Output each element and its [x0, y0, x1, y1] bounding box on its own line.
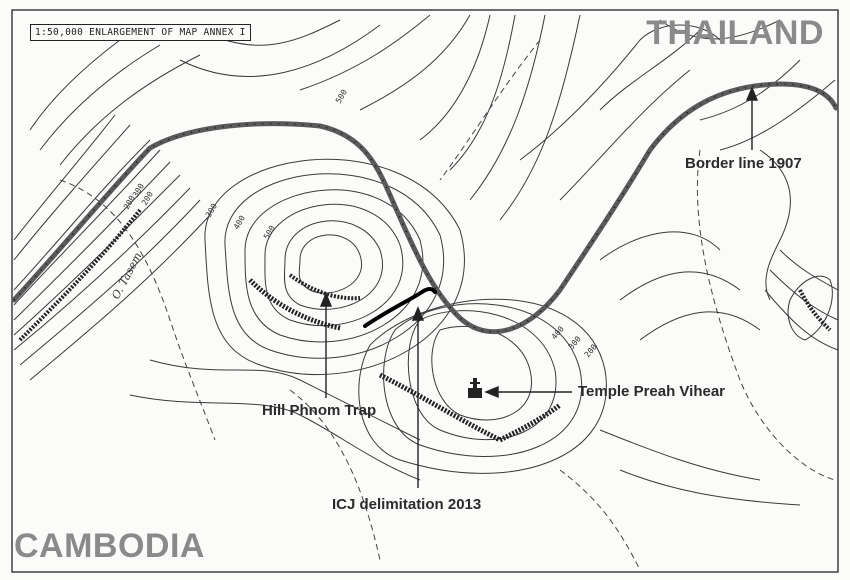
country-label-cambodia: CAMBODIA	[14, 527, 205, 565]
cliff-hachures	[18, 208, 832, 443]
hill-phnom-trap-label: Hill Phnom Trap	[262, 402, 377, 419]
leader-lines	[319, 86, 759, 488]
contour-label: 300	[567, 334, 583, 351]
map-caption: 1:50,000 ENLARGEMENT OF MAP ANNEX I	[30, 24, 251, 41]
border-line-label: Border line 1907	[685, 155, 802, 172]
contour-label-group: 500 400 300 200 500 400 300 200 300 200 …	[109, 88, 599, 359]
contour-label: 400	[232, 214, 247, 231]
icj-delimitation-label: ICJ delimitation 2013	[332, 496, 482, 513]
dashed-tracks	[59, 39, 836, 571]
contour-lines	[13, 14, 839, 506]
country-label-thailand: THAILAND	[646, 14, 824, 52]
temple-icon	[468, 378, 482, 398]
contour-label: 200	[583, 342, 599, 359]
stream-label: O. Tasem	[109, 250, 144, 301]
contour-label: 500	[262, 224, 277, 241]
contour-label: 500	[334, 88, 349, 105]
border-line-1907	[11, 81, 839, 335]
border-line-ticks	[13, 83, 837, 333]
temple-preah-vihear-label: Temple Preah Vihear	[578, 383, 726, 400]
icj-delimitation-line	[363, 287, 437, 328]
contour-label: 300	[204, 202, 219, 219]
map-frame	[11, 9, 839, 573]
